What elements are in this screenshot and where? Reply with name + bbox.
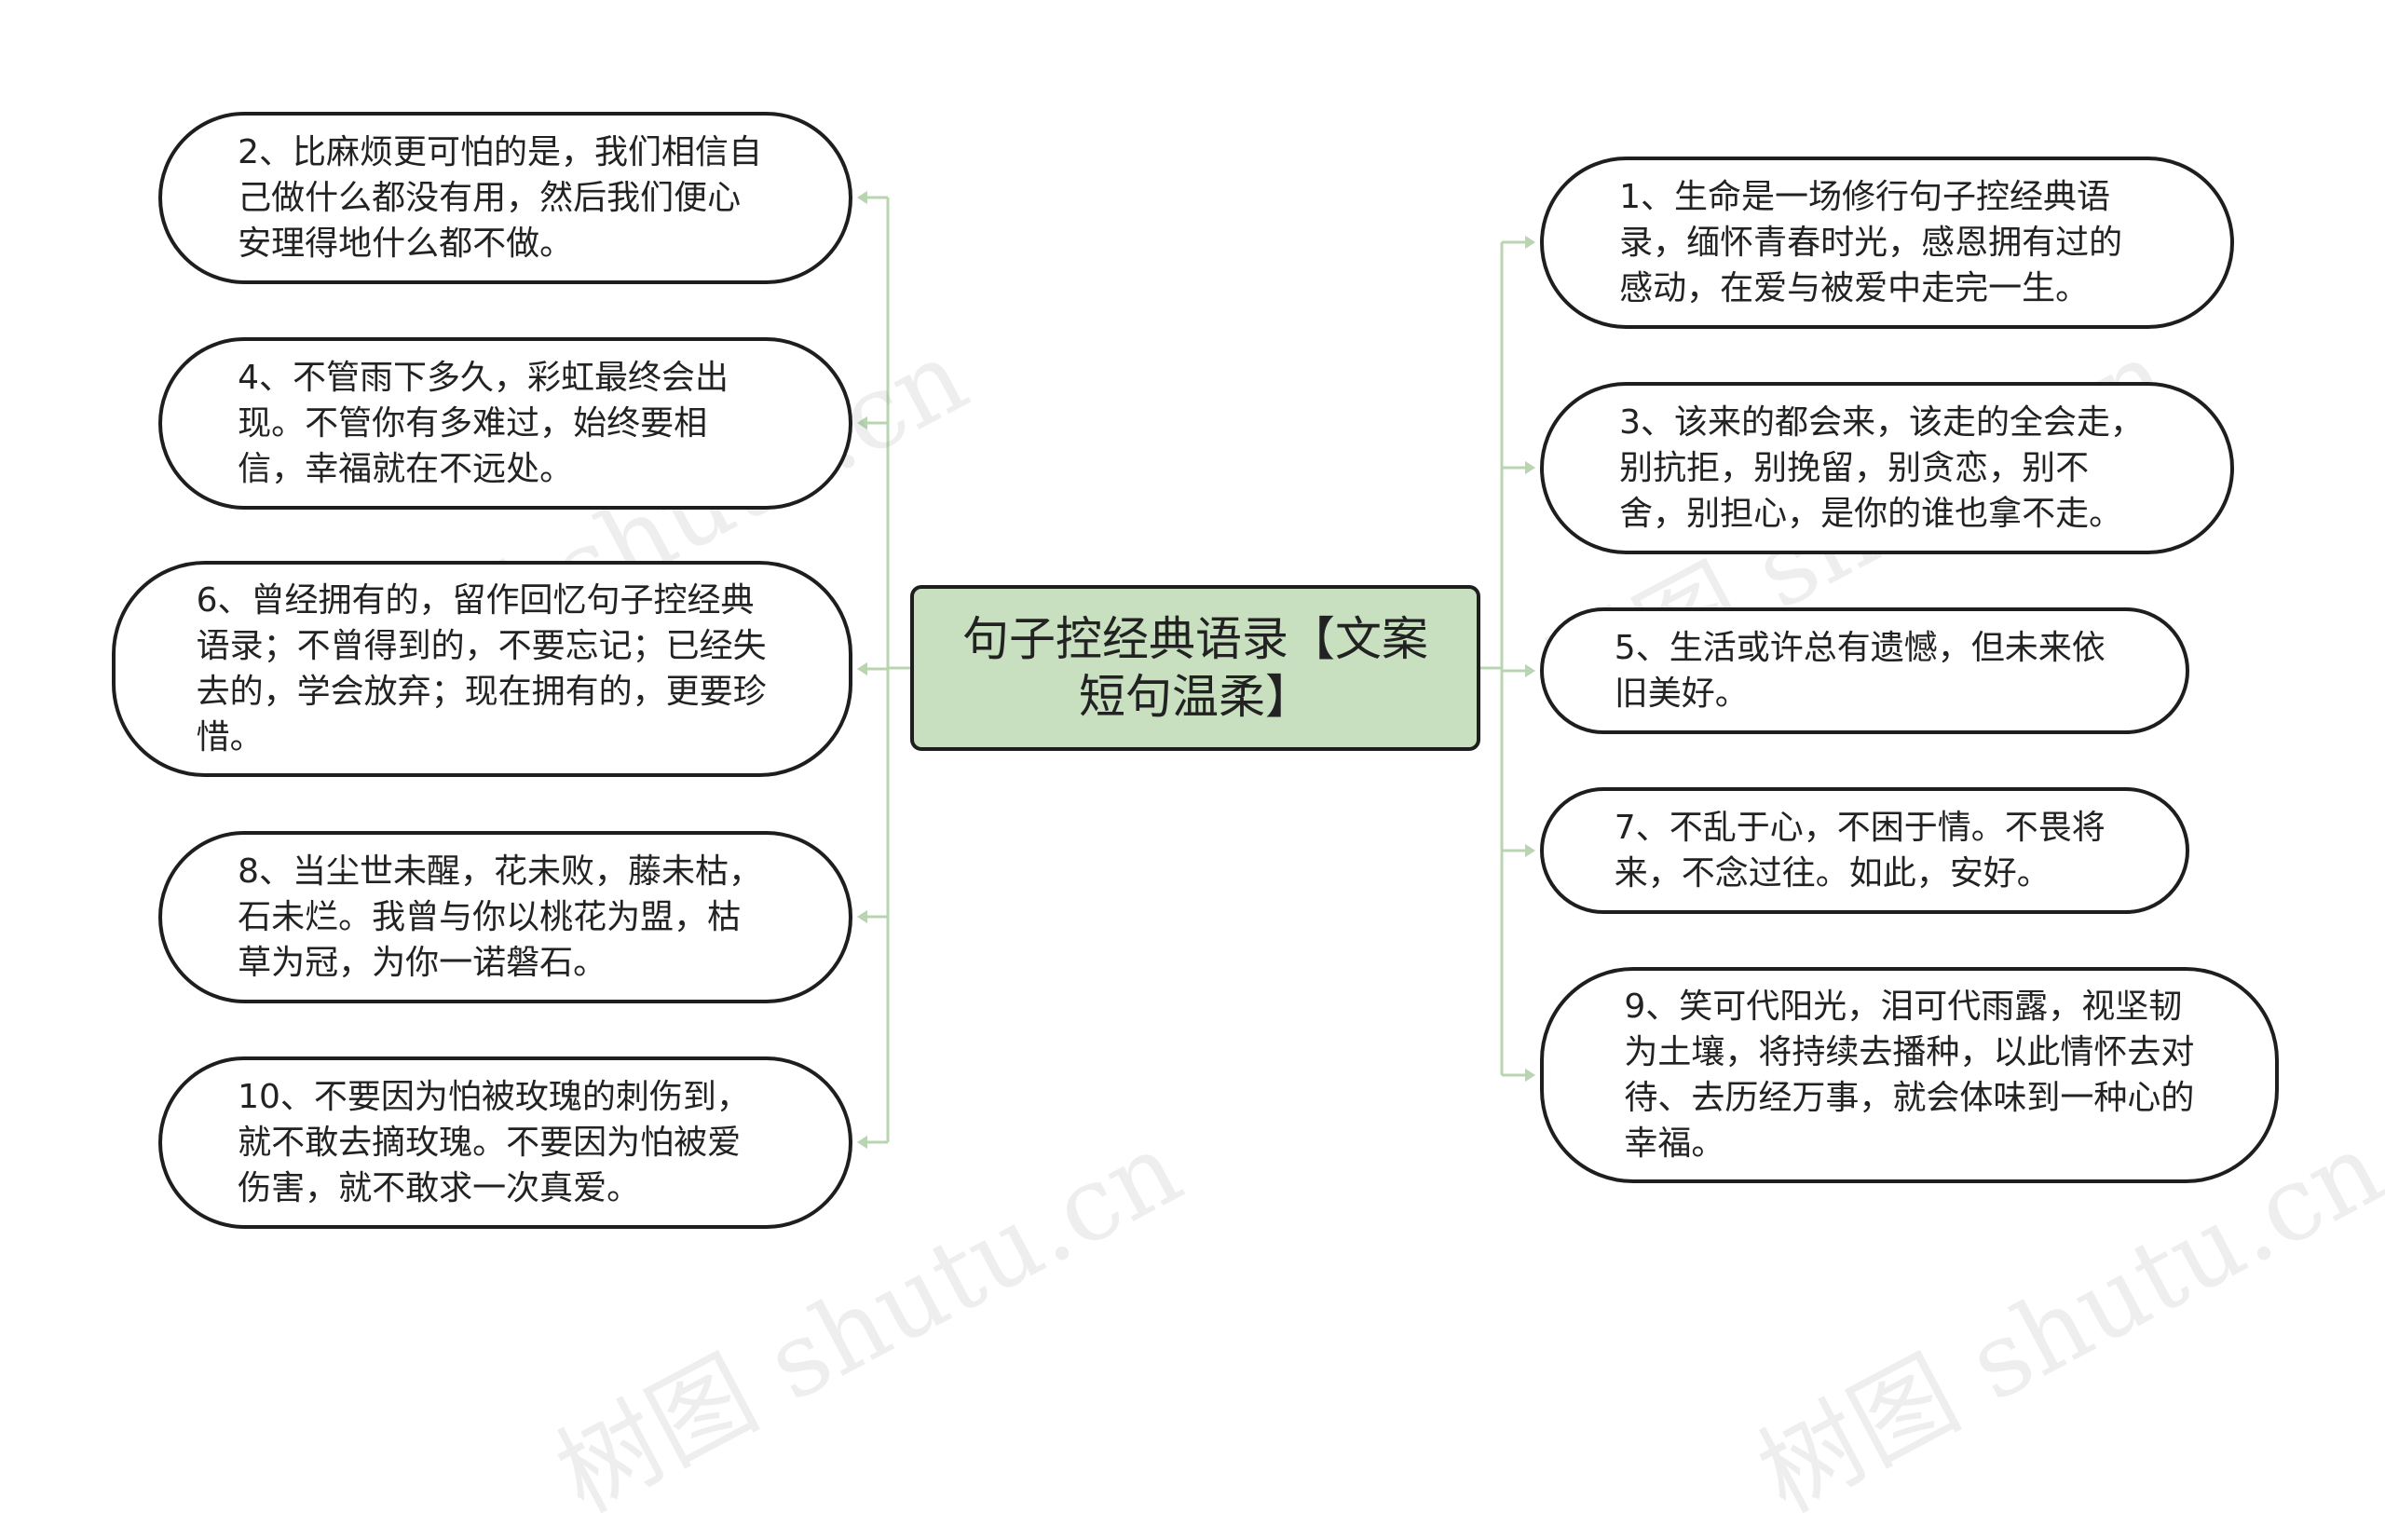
connector-arrow-left [857,416,867,430]
connector-arrow-right [1525,460,1535,475]
node-text: 6、曾经拥有的，留作回忆句子控经典语录；不曾得到的，不要忘记；已经失去的，学会放… [196,581,767,756]
left-node-1[interactable]: 2、比麻烦更可怕的是，我们相信自己做什么都没有用，然后我们便心安理得地什么都不做… [158,112,852,284]
node-text: 2、比麻烦更可怕的是，我们相信自己做什么都没有用，然后我们便心安理得地什么都不做… [238,133,762,263]
connector-lines [857,190,1535,1150]
node-text: 10、不要因为怕被玫瑰的刺伤到，就不敢去摘玫瑰。不要因为怕被爱伤害，就不敢求一次… [238,1078,750,1207]
node-text: 5、生活或许总有遗憾，但未来依旧美好。 [1614,629,2106,713]
right-node-1[interactable]: 1、生命是一场修行句子控经典语录，缅怀青春时光，感恩拥有过的感动，在爱与被爱中走… [1540,157,2234,329]
connector-arrow-right [1525,843,1535,858]
left-node-3[interactable]: 6、曾经拥有的，留作回忆句子控经典语录；不曾得到的，不要忘记；已经失去的，学会放… [112,561,852,777]
right-node-2[interactable]: 3、该来的都会来，该走的全会走，别抗拒，别挽留，别贪恋，别不舍，别担心，是你的谁… [1540,382,2234,554]
node-text: 7、不乱于心，不困于情。不畏将来，不念过往。如此，安好。 [1614,809,2106,893]
node-text: 9、笑可代阳光，泪可代雨露，视坚韧为土壤，将持续去播种，以此情怀去对待、去历经万… [1624,988,2195,1163]
connector-arrow-left [857,1135,867,1150]
node-text: 4、不管雨下多久，彩虹最终会出现。不管你有多难过，始终要相信，幸福就在不远处。 [238,359,729,488]
left-node-5[interactable]: 10、不要因为怕被玫瑰的刺伤到，就不敢去摘玫瑰。不要因为怕被爱伤害，就不敢求一次… [158,1056,852,1229]
node-text: 1、生命是一场修行句子控经典语录，缅怀青春时光，感恩拥有过的感动，在爱与被爱中走… [1619,178,2123,307]
mind-map-canvas: 树图 shutu.cn 树图 shutu.cn 树图 shutu.cn 树图 s… [112,112,2385,1535]
connector-arrow-right [1525,663,1535,678]
left-node-4[interactable]: 8、当尘世未醒，花未败，藤未枯，石未烂。我曾与你以桃花为盟，枯草为冠，为你一诺磐… [158,831,852,1003]
center-topic-text: 句子控经典语录【文案短句温柔】 [961,612,1428,724]
left-node-2[interactable]: 4、不管雨下多久，彩虹最终会出现。不管你有多难过，始终要相信，幸福就在不远处。 [158,337,852,510]
node-text: 8、当尘世未醒，花未败，藤未枯，石未烂。我曾与你以桃花为盟，枯草为冠，为你一诺磐… [238,852,762,982]
connector-arrow-right [1525,1068,1535,1083]
right-node-3[interactable]: 5、生活或许总有遗憾，但未来依旧美好。 [1540,607,2189,734]
right-node-4[interactable]: 7、不乱于心，不困于情。不畏将来，不念过往。如此，安好。 [1540,787,2189,914]
right-node-5[interactable]: 9、笑可代阳光，泪可代雨露，视坚韧为土壤，将持续去播种，以此情怀去对待、去历经万… [1540,967,2279,1183]
connector-arrow-left [857,190,867,205]
node-text: 3、该来的都会来，该走的全会走，别抗拒，别挽留，别贪恋，别不舍，别担心，是你的谁… [1619,403,2144,533]
connector-arrow-left [857,661,867,676]
connector-arrow-left [857,909,867,924]
center-topic-node[interactable]: 句子控经典语录【文案短句温柔】 [910,585,1480,751]
connector-arrow-right [1525,235,1535,250]
